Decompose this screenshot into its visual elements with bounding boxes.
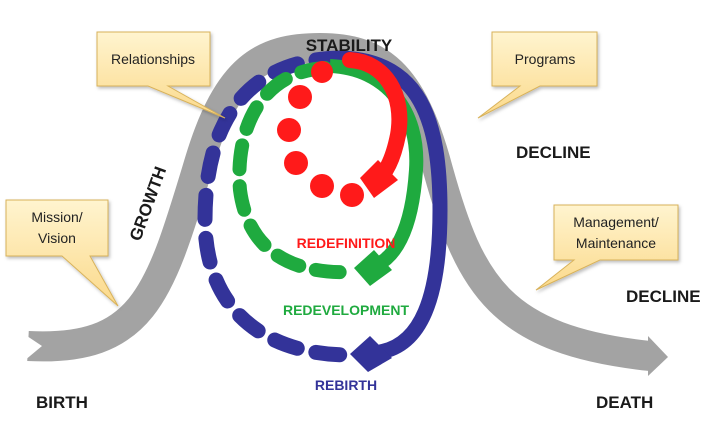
blue-dashed-arrow-icon: [197, 50, 448, 372]
cycle-redefinition-label: REDEFINITION: [297, 235, 396, 251]
callout-mission-vision-line2: Vision: [38, 230, 76, 246]
stage-death: DEATH: [596, 393, 653, 412]
callout-programs: [477, 31, 598, 119]
stage-decline-lower: DECLINE: [626, 287, 701, 306]
callout-management-line2: Maintenance: [576, 235, 656, 251]
callout-programs-label: Programs: [515, 51, 576, 67]
red-dotted-arrow-icon: [277, 52, 408, 207]
callout-relationships-label: Relationships: [111, 51, 195, 67]
stage-decline-upper: DECLINE: [516, 143, 591, 162]
callout-mission-vision-line1: Mission/: [31, 209, 82, 225]
callout-management-maintenance: [535, 204, 679, 291]
stage-stability: STABILITY: [306, 36, 393, 55]
stage-birth: BIRTH: [36, 393, 88, 412]
callout-relationships: [96, 31, 226, 119]
green-dashed-arrow-icon: [232, 59, 424, 286]
cycle-rebirth-label: REBIRTH: [315, 377, 377, 393]
callout-management-line1: Management/: [573, 214, 659, 230]
bell-curve-arrow-icon: [18, 32, 668, 376]
callout-mission-vision: [5, 199, 119, 307]
cycle-redevelopment-label: REDEVELOPMENT: [283, 302, 409, 318]
